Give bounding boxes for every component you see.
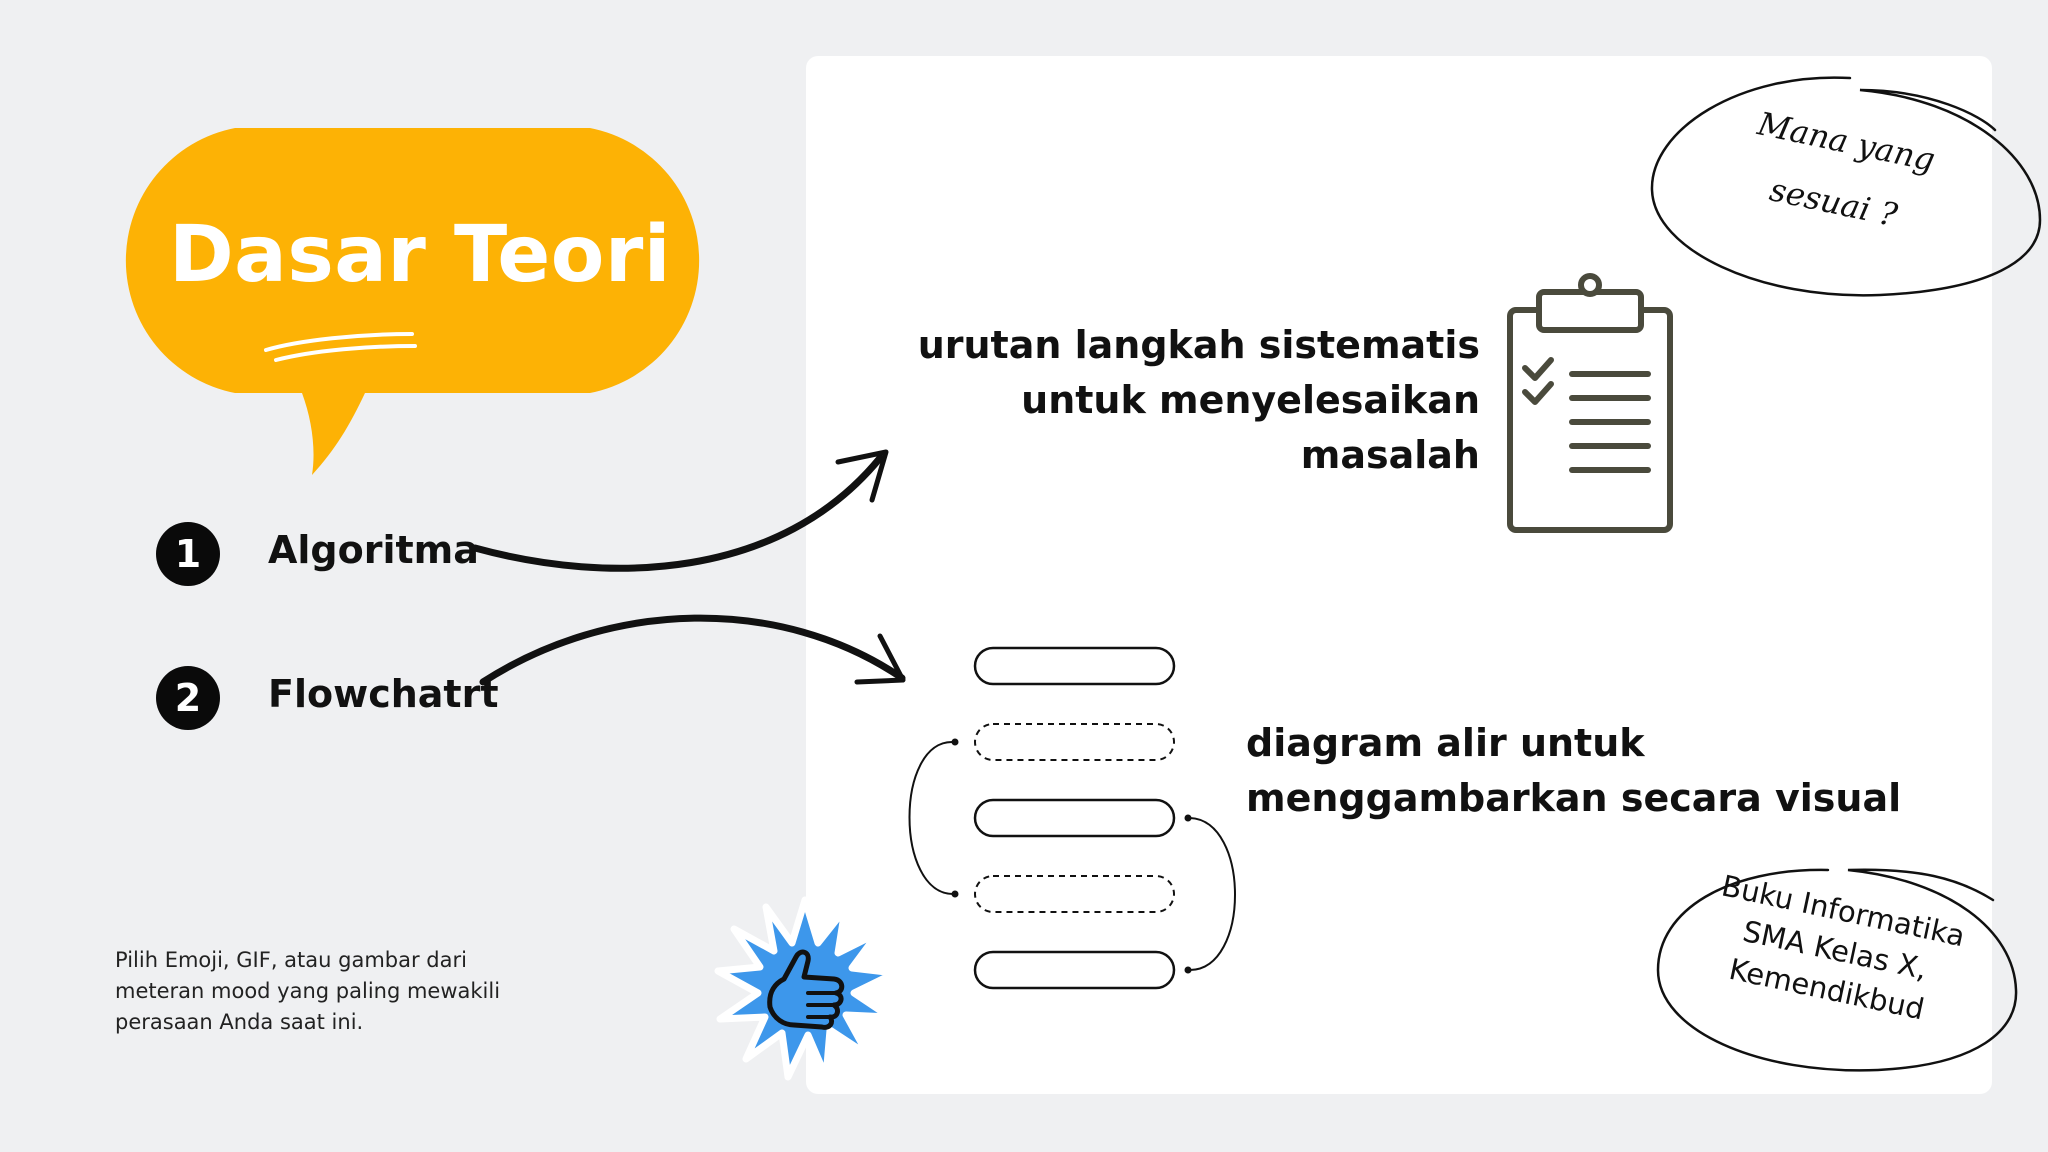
flowchart-description: diagram alir untuk menggambarkan secara … bbox=[1246, 716, 1906, 826]
speech-bubble bbox=[125, 128, 700, 475]
number-badge-2: 2 bbox=[156, 666, 220, 730]
page-title: Dasar Teori bbox=[168, 210, 672, 300]
number-badge-1: 1 bbox=[156, 522, 220, 586]
flowchart-desc-line-2: menggambarkan secara visual bbox=[1246, 776, 1902, 820]
algoritma-description: urutan langkah sistematis untuk menyeles… bbox=[900, 318, 1480, 483]
content-card bbox=[806, 56, 1992, 1094]
reference-ellipse bbox=[1656, 868, 2018, 1072]
item-label-algoritma: Algoritma bbox=[268, 528, 479, 572]
flowchart-desc-line-1: diagram alir untuk bbox=[1246, 721, 1645, 765]
mood-note: Pilih Emoji, GIF, atau gambar dari meter… bbox=[115, 948, 501, 1034]
item-label-flowchart: Flowchatrt bbox=[268, 672, 499, 716]
clipboard-checklist-icon bbox=[1507, 273, 1673, 533]
flowchart-diagram-icon bbox=[908, 646, 1236, 990]
algoritma-desc-line-1: urutan langkah sistematis bbox=[917, 323, 1480, 367]
handwritten-note-ellipse bbox=[1650, 76, 2042, 297]
thumbs-up-sticker-icon bbox=[714, 896, 899, 1081]
algoritma-desc-line-2: untuk menyelesaikan bbox=[1021, 378, 1480, 422]
algoritma-desc-line-3: masalah bbox=[1300, 433, 1480, 477]
